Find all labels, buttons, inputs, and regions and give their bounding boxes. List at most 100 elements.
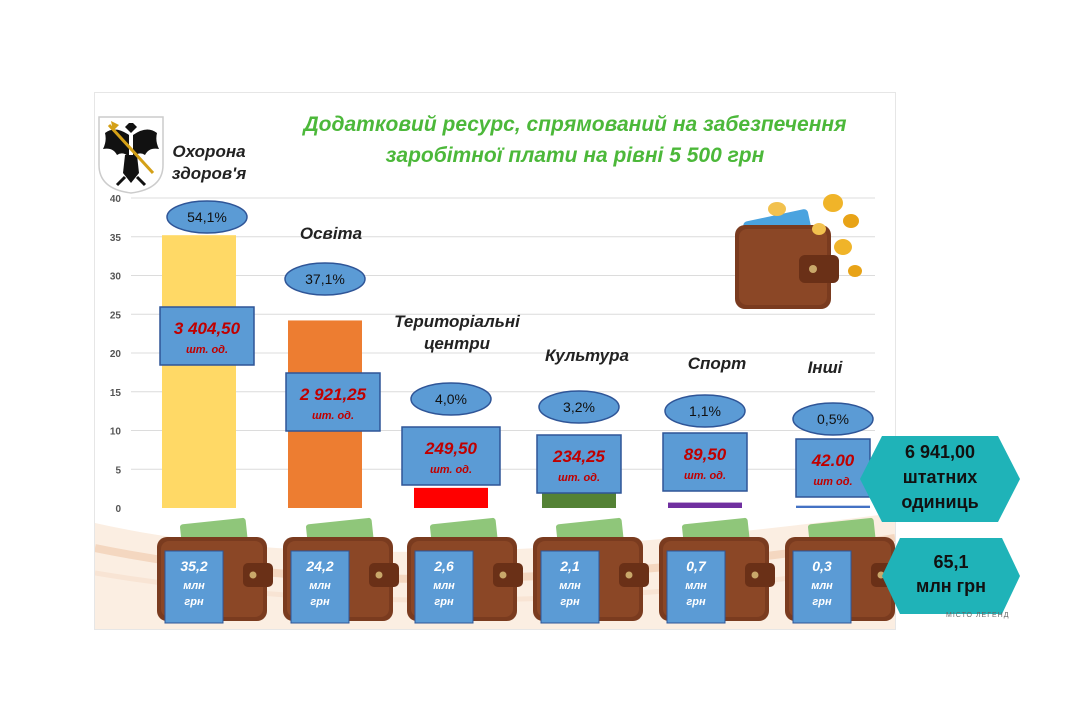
money-unit-grn-5: грн bbox=[812, 596, 832, 608]
money-box-1 bbox=[290, 550, 350, 624]
category-label-4-line-0: Спорт bbox=[687, 354, 747, 373]
wallet-clasp-0 bbox=[243, 563, 273, 587]
percent-oval-3 bbox=[538, 390, 620, 424]
money-unit-grn-0: грн bbox=[184, 596, 204, 608]
category-label-3-line-0: Культура bbox=[545, 346, 629, 365]
percent-label-2: 4,0% bbox=[435, 391, 467, 407]
wallet-button-2 bbox=[499, 571, 507, 579]
wallet-button-3 bbox=[625, 571, 633, 579]
unit-box-1 bbox=[285, 372, 381, 432]
wallet-button-1 bbox=[375, 571, 383, 579]
wallet-clasp-2 bbox=[493, 563, 523, 587]
total-money-badge: 65,1 млн грн bbox=[882, 538, 1020, 614]
title-line-1: Додатковий ресурс, спрямований на забезп… bbox=[303, 113, 847, 136]
money-value-5: 0,3 bbox=[812, 558, 832, 574]
money-box-5 bbox=[792, 550, 852, 624]
money-unit-grn-1: грн bbox=[310, 596, 330, 608]
percent-oval-1 bbox=[284, 262, 366, 296]
wallet-clasp-3 bbox=[619, 563, 649, 587]
money-unit-grn-2: грн bbox=[434, 596, 454, 608]
total-units-badge: 6 941,00 штатних одиниць bbox=[860, 436, 1020, 522]
category-label-2-line-1: центри bbox=[424, 334, 490, 353]
total-money-hexagon bbox=[882, 538, 1020, 614]
y-tick-label-35: 35 bbox=[110, 233, 122, 244]
unit-box-5 bbox=[795, 438, 871, 498]
y-tick-label-25: 25 bbox=[110, 310, 122, 321]
percent-oval-2 bbox=[410, 382, 492, 416]
percent-label-0: 54,1% bbox=[187, 209, 227, 225]
unit-value-3: 234,25 bbox=[552, 447, 606, 466]
category-label-5-line-0: Інші bbox=[807, 358, 843, 377]
bar-0 bbox=[162, 235, 236, 508]
total-units-hexagon bbox=[860, 436, 1020, 522]
unit-value-0: 3 404,50 bbox=[174, 319, 241, 338]
category-label-1: Освіта bbox=[251, 223, 411, 245]
category-label-3: Культура bbox=[507, 345, 667, 367]
money-box-4 bbox=[666, 550, 726, 624]
category-label-5: Інші bbox=[745, 357, 895, 379]
money-unit-grn-3: грн bbox=[560, 596, 580, 608]
percent-oval-4 bbox=[664, 394, 746, 428]
unit-suffix-1: шт. од. bbox=[312, 410, 354, 422]
percent-label-4: 1,1% bbox=[689, 403, 721, 419]
unit-suffix-2: шт. од. bbox=[430, 464, 472, 476]
y-tick-label-20: 20 bbox=[110, 349, 122, 360]
total-units-label-1: штатних bbox=[902, 467, 978, 487]
money-value-2: 2,6 bbox=[433, 558, 454, 574]
percent-label-1: 37,1% bbox=[305, 271, 345, 287]
unit-suffix-0: шт. од. bbox=[186, 344, 228, 356]
unit-value-4: 89,50 bbox=[684, 445, 727, 464]
unit-value-2: 249,50 bbox=[424, 439, 478, 458]
percent-oval-5 bbox=[792, 402, 874, 436]
money-box-3 bbox=[540, 550, 600, 624]
money-value-4: 0,7 bbox=[686, 558, 707, 574]
city-emblem-icon bbox=[98, 116, 164, 194]
money-unit-grn-4: грн bbox=[686, 596, 706, 608]
money-unit-mln-2: млн bbox=[433, 580, 455, 592]
money-box-0 bbox=[164, 550, 224, 624]
y-tick-label-30: 30 bbox=[110, 272, 122, 283]
money-value-3: 2,1 bbox=[559, 558, 580, 574]
money-value-0: 35,2 bbox=[180, 558, 207, 574]
y-tick-label-0: 0 bbox=[115, 504, 121, 515]
category-label-0: Охорона здоров'я bbox=[129, 141, 289, 185]
money-unit-mln-5: млн bbox=[811, 580, 833, 592]
bar-5 bbox=[796, 505, 870, 508]
y-tick-label-10: 10 bbox=[110, 427, 122, 438]
bar-4 bbox=[668, 502, 742, 508]
slide: 0 5 10 15 20 25 30 35 40 54,1% 3 404,50 шт. од. 35,2… bbox=[94, 92, 896, 630]
title-line-2: заробітної плати на рівні 5 500 грн bbox=[385, 144, 765, 167]
wallet-clasp-1 bbox=[369, 563, 399, 587]
money-unit-mln-4: млн bbox=[685, 580, 707, 592]
percent-label-3: 3,2% bbox=[563, 399, 595, 415]
money-box-2 bbox=[414, 550, 474, 624]
unit-value-5: 42.00 bbox=[811, 451, 855, 470]
percent-label-5: 0,5% bbox=[817, 411, 849, 427]
wallet-button-4 bbox=[751, 571, 759, 579]
category-label-1-line-0: Освіта bbox=[299, 224, 363, 243]
y-tick-label-15: 15 bbox=[110, 388, 122, 399]
wallet-clasp-4 bbox=[745, 563, 775, 587]
unit-box-2 bbox=[401, 426, 501, 486]
money-unit-mln-0: млн bbox=[183, 580, 205, 592]
watermark: МІСТО ЛЕГЕНД bbox=[946, 612, 1010, 619]
total-money-value: 65,1 bbox=[933, 552, 969, 572]
unit-suffix-4: шт. од. bbox=[684, 470, 726, 482]
money-unit-mln-3: млн bbox=[559, 580, 581, 592]
chart-title: Додатковий ресурс, спрямований на забезп… bbox=[275, 109, 875, 171]
unit-box-3 bbox=[536, 434, 622, 494]
category-label-0-line-1: здоров'я bbox=[171, 164, 247, 183]
money-value-1: 24,2 bbox=[305, 558, 333, 574]
total-units-label-2: одиниць bbox=[901, 492, 979, 512]
category-label-0-line-0: Охорона bbox=[172, 142, 246, 161]
category-label-4: Спорт bbox=[637, 353, 797, 375]
y-tick-label-5: 5 bbox=[115, 465, 121, 476]
y-tick-label-40: 40 bbox=[110, 194, 122, 205]
bar-2 bbox=[414, 487, 488, 508]
unit-box-0 bbox=[159, 306, 255, 366]
total-money-label: млн грн bbox=[916, 576, 986, 596]
wallet-coins-icon bbox=[735, 194, 862, 309]
money-unit-mln-1: млн bbox=[309, 580, 331, 592]
unit-value-1: 2 921,25 bbox=[299, 385, 367, 404]
